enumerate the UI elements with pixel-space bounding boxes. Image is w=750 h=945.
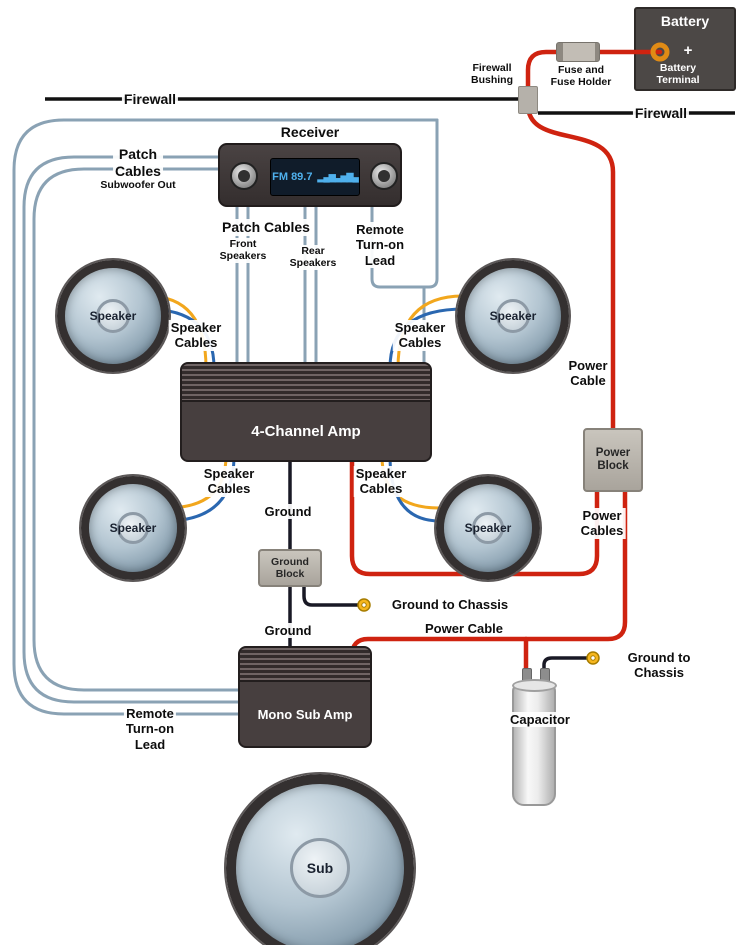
ground-block: Ground Block xyxy=(258,549,322,587)
sub-patch-cable-2 xyxy=(32,167,242,692)
speaker-mid-left: Speaker xyxy=(81,476,185,580)
capacitor xyxy=(512,684,556,806)
speaker-top-left: Speaker xyxy=(57,260,169,372)
speaker-label: Speaker xyxy=(464,521,512,535)
patch-cables-subwoofer-title: Patch Cables xyxy=(113,146,163,180)
power-block-label: Power Block xyxy=(595,446,631,472)
receiver-display: FM 89.7 ▂▄▆▃▅▇▄ xyxy=(270,158,360,196)
remote-turn-on-lead-bottom-label: Remote Turn-on Lead xyxy=(123,706,177,752)
speaker-label: Speaker xyxy=(489,309,537,323)
capacitor-top-cap xyxy=(512,679,557,692)
ground-label-2: Ground xyxy=(262,623,314,639)
speaker-cables-label-tl: Speaker Cables xyxy=(168,320,224,351)
power-cable-right-label: Power Cable xyxy=(566,358,610,389)
firewall-bushing-label: Firewall Bushing xyxy=(469,62,515,87)
ground-block-label: Ground Block xyxy=(271,555,309,580)
amp-heatsink-fins xyxy=(182,364,430,402)
fuse-label: Fuse and Fuse Holder xyxy=(548,64,614,89)
chassis-ring-terminal-2 xyxy=(586,651,600,665)
battery-terminal-icon xyxy=(650,42,670,62)
speaker-cap xyxy=(96,299,130,333)
ground-label-1: Ground xyxy=(262,504,314,520)
speaker-cables-label-ml: Speaker Cables xyxy=(201,466,257,497)
battery-plus-sign: + xyxy=(683,42,693,59)
power-cables-label: Power Cables xyxy=(578,508,626,539)
four-channel-amp: 4-Channel Amp xyxy=(180,362,432,462)
firewall-label-left: Firewall xyxy=(121,91,179,108)
speaker-cap xyxy=(472,512,504,544)
speaker-cap xyxy=(496,299,530,333)
chassis-ring-terminal-1 xyxy=(357,598,371,612)
speaker-cable-tr-yellow xyxy=(396,294,465,370)
mono-sub-amp: Mono Sub Amp xyxy=(238,646,372,748)
speaker-top-right: Speaker xyxy=(457,260,569,372)
subwoofer-label: Sub xyxy=(306,860,334,876)
ground-cable-capacitor xyxy=(542,656,589,678)
speaker-label: Speaker xyxy=(109,521,157,535)
power-cable-mid-label: Power Cable xyxy=(422,621,506,637)
firewall-bushing xyxy=(518,86,538,114)
battery-terminal-label: Battery Terminal xyxy=(656,62,700,87)
speaker-mid-right: Speaker xyxy=(436,476,540,580)
ground-cable-chassis-1 xyxy=(302,583,360,607)
remote-lead-long-path xyxy=(12,118,439,716)
battery-box xyxy=(634,7,736,91)
capacitor-label: Capacitor xyxy=(508,712,572,728)
patch-cables-label: Patch Cables xyxy=(220,219,312,236)
power-block: Power Block xyxy=(583,428,643,492)
receiver-display-text: FM 89.7 xyxy=(272,171,313,183)
speaker-cables-label-mr: Speaker Cables xyxy=(353,466,409,497)
battery-title: Battery xyxy=(660,13,710,29)
firewall-label-right: Firewall xyxy=(632,105,690,122)
amp-heatsink-fins xyxy=(240,648,370,682)
subwoofer: Sub xyxy=(226,774,414,945)
power-cable-main-path xyxy=(525,49,663,433)
sub-patch-cable-1 xyxy=(22,155,242,704)
ground-to-chassis-label-1: Ground to Chassis xyxy=(389,597,511,613)
speaker-cap xyxy=(117,512,149,544)
tuner-knob-icon xyxy=(370,162,398,190)
remote-lead-receiver-path xyxy=(370,118,439,289)
front-speakers-label: Front Speakers xyxy=(217,238,269,263)
receiver-title: Receiver xyxy=(278,124,342,141)
speaker-label: Speaker xyxy=(89,309,137,323)
ground-to-chassis-label-2: Ground to Chassis xyxy=(613,650,705,681)
fuse-holder xyxy=(556,42,600,62)
volume-knob-icon xyxy=(230,162,258,190)
subwoofer-out-label: Subwoofer Out xyxy=(98,179,178,192)
spectrum-bars-icon: ▂▄▆▃▅▇▄ xyxy=(317,171,358,182)
four-channel-amp-label: 4-Channel Amp xyxy=(251,422,361,440)
speaker-cables-label-tr: Speaker Cables xyxy=(392,320,448,351)
receiver: FM 89.7 ▂▄▆▃▅▇▄ xyxy=(218,143,402,207)
subwoofer-cap xyxy=(290,838,350,898)
remote-turn-on-lead-top-label: Remote Turn-on Lead xyxy=(353,222,407,268)
mono-sub-amp-label: Mono Sub Amp xyxy=(257,706,353,722)
rear-speakers-label: Rear Speakers xyxy=(287,245,339,270)
